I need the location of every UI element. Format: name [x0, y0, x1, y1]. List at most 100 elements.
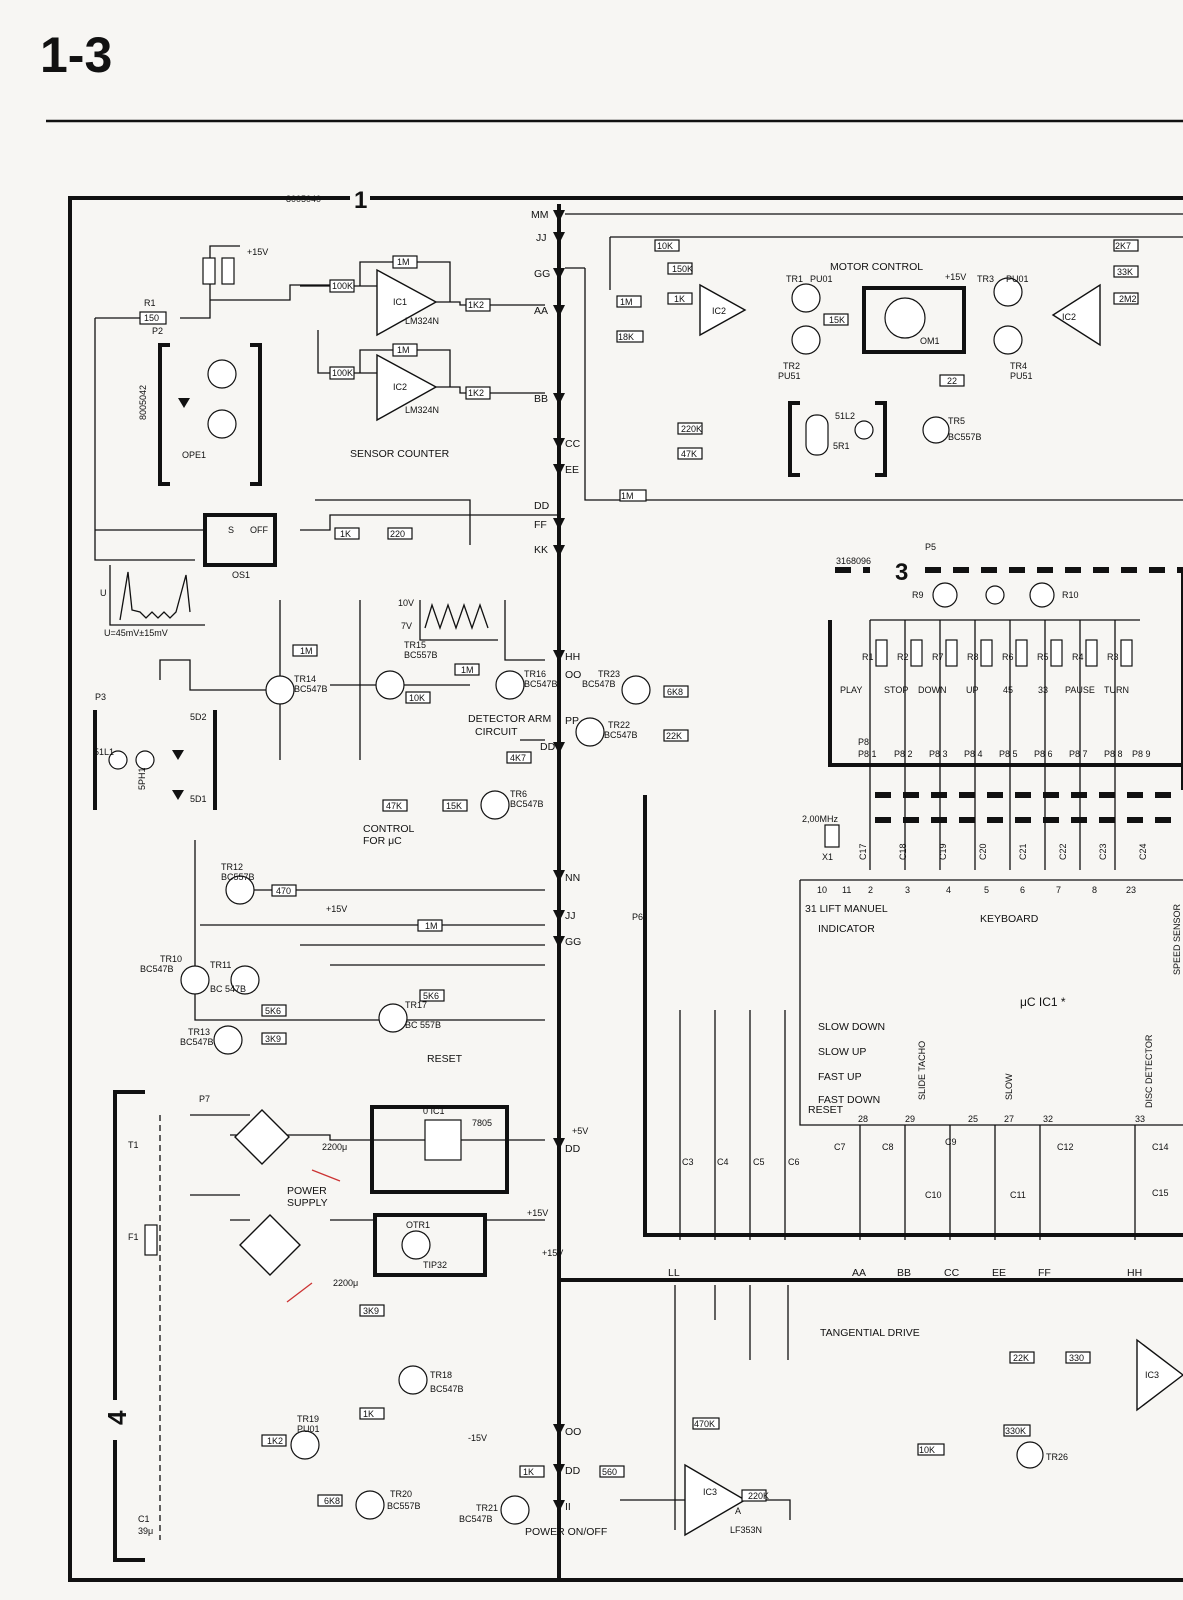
keyboard-cap: C22	[1058, 843, 1068, 860]
keyboard-keys: PLAY STOP DOWN UP 45 33 PAUSE TURN	[840, 685, 1129, 695]
uc-pin: 32	[1043, 1114, 1053, 1124]
resistor-R80	[261, 1434, 287, 1447]
resistor-value: 470	[276, 886, 291, 896]
keyboard-pin: P8 1	[858, 749, 877, 759]
transistor-type: BC557B	[221, 872, 255, 882]
connector-label: P7	[199, 1094, 210, 1104]
bus-label: OO	[565, 669, 581, 681]
transistor-ref: TR20	[390, 1489, 412, 1499]
transistor-ref: TR23	[598, 669, 620, 679]
cap-ref: C5	[753, 1157, 765, 1167]
bus-label: AA	[534, 305, 548, 317]
transistor-ref: TR3	[977, 274, 994, 284]
bus-arrow	[553, 1500, 565, 1512]
transistor-ref: TR12	[221, 862, 243, 872]
transistor-ref: TR1	[786, 274, 803, 284]
resistor-value: 10K	[409, 693, 425, 703]
resistor-R1	[139, 311, 167, 325]
cap-value: 2200μ	[322, 1142, 347, 1152]
cap-ref: C4	[717, 1157, 729, 1167]
keyboard-key-label: 33	[1038, 685, 1048, 695]
sawtooth-label: 7V	[401, 621, 412, 631]
resistor-R6	[392, 255, 418, 269]
lamp-label: 51L2	[835, 411, 855, 421]
uc-pin: 3	[905, 885, 910, 895]
transistor-type: BC547B	[180, 1037, 214, 1047]
resistor-value: 2K7	[1115, 241, 1131, 251]
keyboard-pin: P8 8	[1104, 749, 1123, 759]
cap-ref: C12	[1057, 1142, 1074, 1152]
bus-label: AA	[852, 1267, 866, 1279]
resistor-value: 10K	[657, 241, 673, 251]
motor-wires	[565, 213, 1183, 501]
cap-ref: C7	[834, 1142, 846, 1152]
keyboard-key-label: TURN	[1104, 685, 1129, 695]
uc-pin: 2	[868, 885, 873, 895]
keyboard-key-label: PAUSE	[1065, 685, 1095, 695]
resistor-R95	[1003, 1424, 1031, 1437]
transistor-OTR1	[401, 1230, 431, 1260]
keyboard-cap: C17	[858, 843, 868, 860]
resistor-value: 6K8	[667, 687, 683, 697]
bus-label: JJ	[536, 232, 547, 244]
supply-label: +15V	[527, 1208, 548, 1218]
detector-arm-block: TR14 BC547B TR15 BC557B TR16 BC547B TR23…	[159, 600, 689, 847]
lamp-bracket	[93, 710, 217, 810]
detector-arm-label: DETECTOR ARM	[468, 713, 551, 725]
uc-label: μC IC1 *	[1020, 995, 1066, 1009]
resistor-value: 100K	[332, 281, 353, 291]
keyboard-key-label: UP	[966, 685, 979, 695]
resistor-value: 5K6	[265, 1006, 281, 1016]
opto-board-number: 8005042	[138, 385, 148, 420]
transistor-type: PU01	[1006, 274, 1029, 284]
lamp-51L2	[854, 420, 874, 440]
bus-label: PP	[565, 715, 579, 727]
keyboard-cap: C19	[938, 843, 948, 860]
control-label: CONTROL	[363, 823, 414, 835]
bus-tap-labels: MM JJ GG AA BB CC EE DD FF KK HH OO PP D…	[531, 209, 680, 1513]
opamp-IC2-motor-right	[1051, 283, 1101, 347]
power-transistor-box	[373, 1213, 487, 1277]
connector-label: P6	[632, 912, 643, 922]
switch-ref: OS1	[232, 570, 250, 580]
keyboard-matrix-wires	[869, 619, 1140, 870]
resistor-value: 1M	[397, 257, 410, 267]
resistor-R22	[667, 292, 693, 305]
resistor-R17	[387, 527, 413, 540]
cap-ref: C11	[1010, 1190, 1026, 1200]
bus-arrow	[553, 910, 565, 922]
transistor-type: BC547B	[294, 684, 328, 694]
opto-ref: OPE1	[182, 450, 206, 460]
bus-label: FF	[1038, 1267, 1051, 1279]
keyboard-resistor	[1085, 639, 1098, 667]
bus-label: CC	[565, 438, 581, 450]
cap-value: 39μ	[138, 1526, 153, 1536]
resistor-R2	[202, 257, 216, 285]
waveform-sawtooth	[419, 600, 498, 641]
transistor-ref: TR4	[1010, 361, 1027, 371]
switch-wires	[94, 499, 560, 561]
keyboard-resistor-ref: R6	[1002, 652, 1014, 662]
resistor-value: 1M	[621, 491, 634, 501]
board4-label: 4	[102, 1410, 132, 1425]
resistor-R8	[465, 298, 491, 312]
bus-label: JJ	[565, 910, 576, 922]
transistor-type: PU01	[810, 274, 833, 284]
opamp-IC2	[376, 353, 438, 422]
transistor-ref: TR18	[430, 1370, 452, 1380]
resistor-R19	[616, 330, 644, 343]
power-on-off-label: POWER ON/OFF	[525, 1526, 607, 1538]
supply-label: +15V	[945, 272, 966, 282]
transformer-ref: T1	[128, 1140, 139, 1150]
lamp-5R1	[805, 414, 829, 456]
resistor-R68	[292, 644, 318, 657]
cap-ref: C10	[925, 1190, 942, 1200]
bus-arrow	[553, 870, 565, 882]
bus-arrow	[553, 464, 565, 476]
resistor-R123	[261, 1032, 287, 1045]
uc-pin: 28	[858, 1114, 868, 1124]
keyboard-key-label: STOP	[884, 685, 908, 695]
uc-left-frame	[643, 795, 1183, 1237]
opamp-IC1	[376, 268, 438, 337]
crystal-label: 2,00MHz	[802, 814, 839, 824]
